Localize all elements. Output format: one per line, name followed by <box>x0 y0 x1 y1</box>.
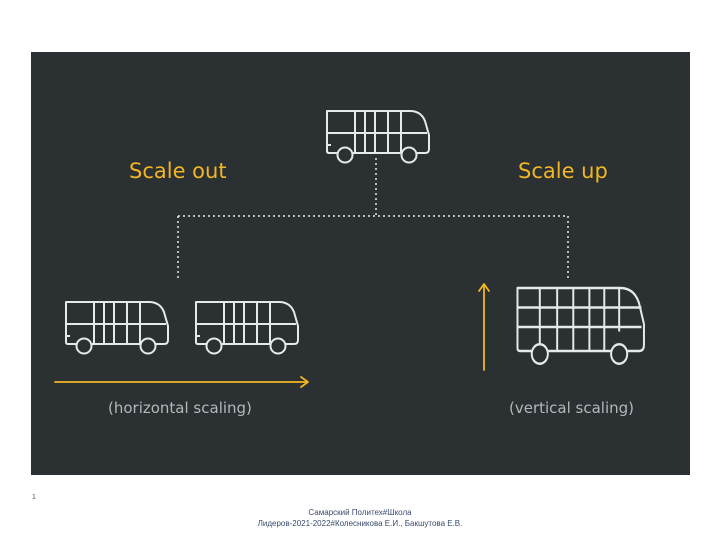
footer-line-2: Лидеров-2021-2022#Колесникова Е.И., Бакш… <box>257 519 463 528</box>
left-bus-2-icon <box>195 301 299 355</box>
horizontal-scaling-caption: (horizontal scaling) <box>108 399 252 417</box>
scale-out-title: Scale out <box>129 159 227 183</box>
diagram-graphics <box>54 110 645 388</box>
up-arrow-icon <box>478 283 490 371</box>
big-bus-icon <box>516 286 645 365</box>
footer-line-1: Самарский Политех#Школа <box>308 508 412 517</box>
left-bus-1-icon <box>65 301 169 355</box>
scale-up-title: Scale up <box>518 159 608 183</box>
dotted-connector <box>177 158 569 278</box>
top-bus-icon <box>326 110 430 164</box>
slide-number: 1 <box>32 494 36 501</box>
scaling-diagram: Scale out Scale up (horizontal scaling) … <box>31 52 690 475</box>
vertical-scaling-caption: (vertical scaling) <box>509 399 635 417</box>
right-arrow-icon <box>54 376 309 388</box>
